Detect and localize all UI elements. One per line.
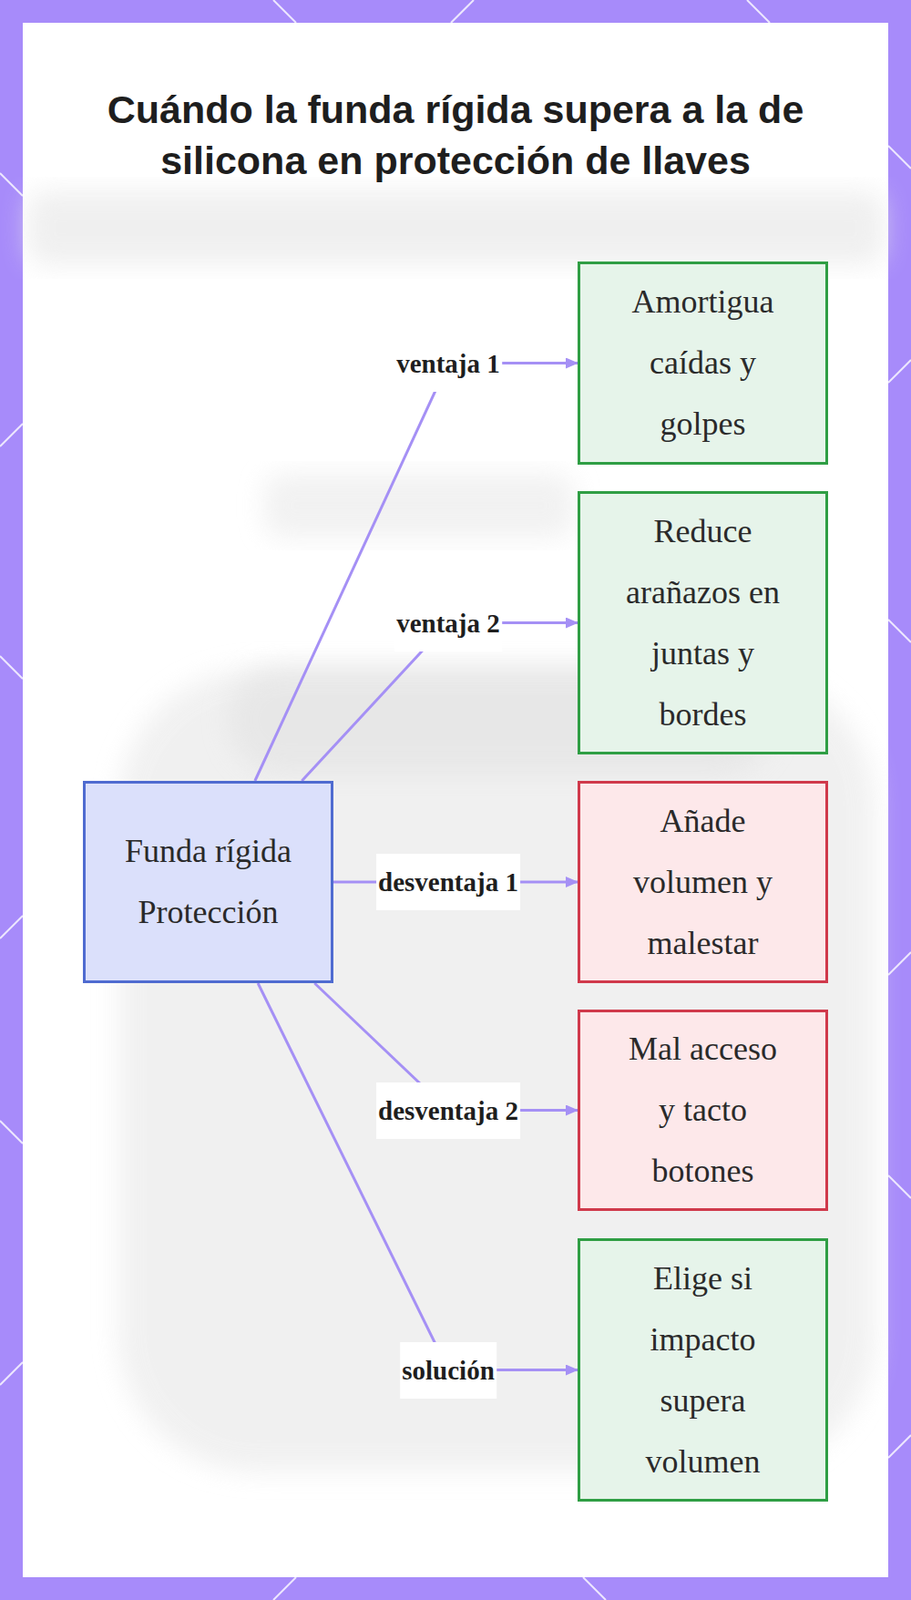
connector-arrow: [255, 363, 578, 782]
advantage-box: Reduce arañazos en juntas y bordes: [577, 491, 829, 755]
panel: [22, 22, 889, 1577]
advantage-box: Elige si impacto supera volumen: [577, 1238, 829, 1502]
blurred-backdrop: [264, 473, 574, 538]
node-text: Mal acceso y tacto botones: [618, 1018, 788, 1202]
edge-label: solución: [399, 1341, 497, 1399]
advantage-box: Amortigua caídas y golpes: [577, 261, 829, 465]
node-text: Amortigua caídas y golpes: [618, 271, 788, 455]
disadvantage-box: Mal acceso y tacto botones: [577, 1009, 829, 1211]
node-text: Añade volumen y malestar: [618, 790, 788, 974]
node-text: Elige si impacto supera volumen: [618, 1248, 788, 1493]
edge-label: desventaja 1: [376, 853, 521, 911]
edge-label: ventaja 2: [394, 594, 502, 652]
node-text: Funda rígida Protección: [100, 820, 317, 943]
blurred-backdrop: [27, 191, 884, 265]
edge-label: ventaja 1: [394, 335, 502, 392]
disadvantage-box: Añade volumen y malestar: [577, 780, 829, 983]
diagram-title: Cuándo la funda rígida supera a la de si…: [59, 83, 852, 186]
subject-box: Funda rígida Protección: [82, 780, 334, 983]
edge-label: desventaja 2: [376, 1082, 521, 1139]
node-text: Reduce arañazos en juntas y bordes: [618, 501, 788, 746]
connector-arrow: [257, 982, 578, 1371]
